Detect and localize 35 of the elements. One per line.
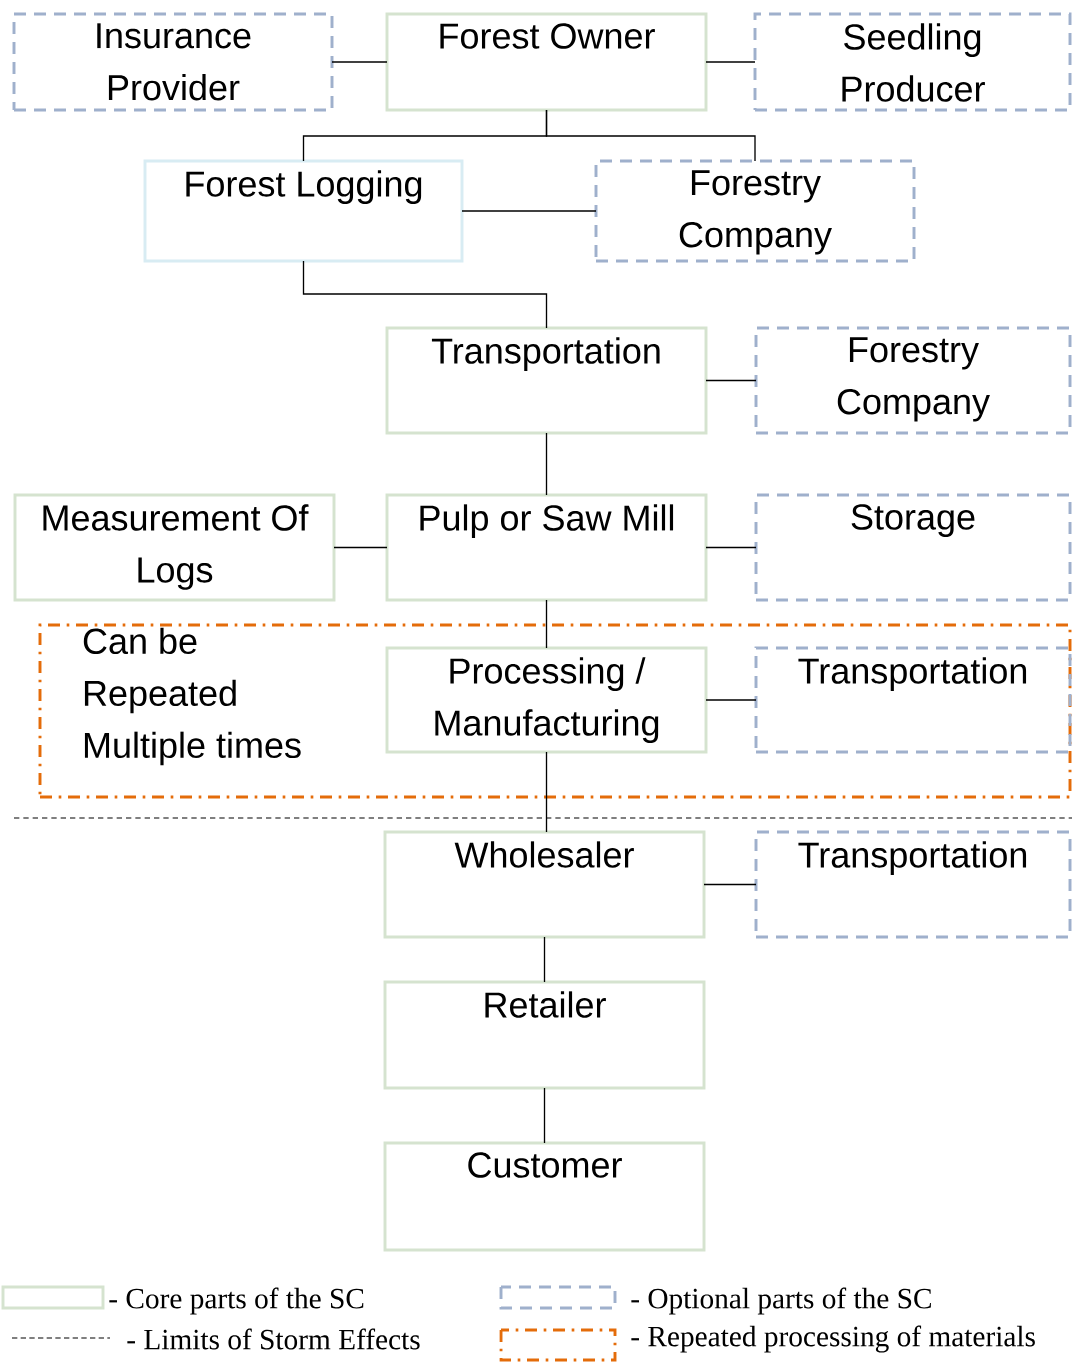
- optional-stage-box: Transportation: [754, 646, 1072, 754]
- connector-line: [543, 1087, 546, 1144]
- stage-box: Measurement Of Logs: [13, 493, 336, 602]
- connector-line: [545, 599, 548, 649]
- stage-box: Processing / Manufacturing: [385, 646, 708, 754]
- legend-entry: - Limits of Storm Effects: [11, 1328, 420, 1350]
- stage-box: Wholesaler: [383, 830, 706, 939]
- connector-line: [705, 61, 756, 63]
- connector-line: [302, 260, 548, 329]
- connector-line: [543, 936, 546, 983]
- connector-line: [331, 61, 388, 63]
- connector-line: [545, 751, 548, 833]
- connector-line: [545, 432, 548, 496]
- legend-entry: - Core parts of the SC: [1, 1285, 364, 1315]
- optional-stage-box: Forestry Company: [754, 326, 1072, 435]
- stage-box: Forest Owner: [385, 12, 708, 112]
- stage-box: Retailer: [383, 980, 706, 1090]
- connector-line: [705, 699, 757, 701]
- optional-stage-box: Storage: [754, 493, 1072, 602]
- connector-line: [333, 546, 388, 549]
- stage-box: Transportation: [385, 326, 708, 435]
- legend-entry: - Optional parts of the SC: [499, 1285, 931, 1315]
- connector-line: [461, 210, 597, 212]
- connector-line: [705, 379, 757, 382]
- stage-box: Pulp or Saw Mill: [385, 493, 708, 602]
- stage-box: Forest Logging: [143, 159, 464, 263]
- connector-line: [703, 883, 757, 886]
- optional-stage-box: Forestry Company: [594, 159, 916, 263]
- stage-box: Customer: [383, 1141, 706, 1252]
- legend-entry: - Repeated processing of materials: [499, 1325, 1035, 1362]
- connector-line: [705, 546, 757, 549]
- optional-stage-box: Seedling Producer: [753, 12, 1072, 112]
- connector-line: [545, 109, 756, 162]
- optional-stage-box: Insurance Provider: [12, 12, 334, 112]
- optional-stage-box: Transportation: [754, 830, 1072, 939]
